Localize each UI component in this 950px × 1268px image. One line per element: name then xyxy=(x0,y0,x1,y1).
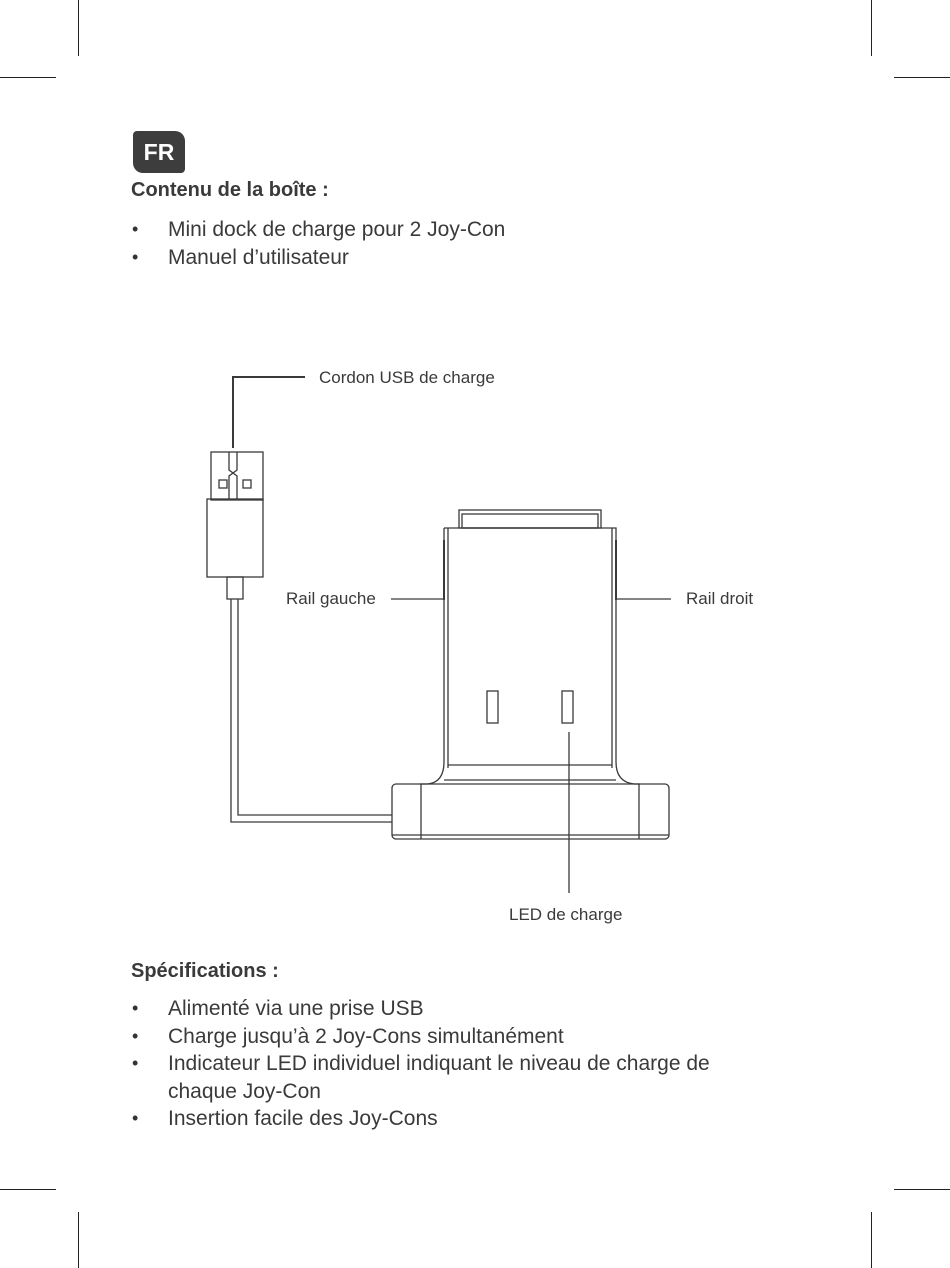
list-item: Mini dock de charge pour 2 Joy-Con xyxy=(131,216,781,244)
cable-label: Cordon USB de charge xyxy=(319,368,495,387)
charging-dock-icon xyxy=(391,509,670,840)
crop-mark xyxy=(894,77,950,78)
crop-mark xyxy=(78,1212,79,1268)
crop-mark xyxy=(894,1189,950,1190)
list-item: Indicateur LED individuel indiquant le n… xyxy=(131,1050,781,1105)
language-badge: FR xyxy=(133,131,185,173)
specifications-heading: Spécifications : xyxy=(131,960,279,982)
list-item: Alimenté via une prise USB xyxy=(131,995,781,1023)
list-item: Charge jusqu’à 2 Joy-Cons simultanément xyxy=(131,1023,781,1051)
contents-heading: Contenu de la boîte : xyxy=(131,179,329,201)
usb-cable xyxy=(230,599,392,823)
crop-mark xyxy=(0,77,56,78)
crop-mark xyxy=(78,0,79,56)
list-item: Insertion facile des Joy-Cons xyxy=(131,1105,781,1133)
left-rail-label: Rail gauche xyxy=(286,589,376,608)
specifications-list: Alimenté via une prise USB Charge jusqu’… xyxy=(131,995,781,1133)
contents-list: Mini dock de charge pour 2 Joy-Con Manue… xyxy=(131,216,781,271)
usb-plug-icon xyxy=(206,451,264,600)
crop-mark xyxy=(0,1189,56,1190)
led-label: LED de charge xyxy=(509,905,622,924)
right-rail-label: Rail droit xyxy=(686,589,753,608)
crop-mark xyxy=(871,1212,872,1268)
list-item: Manuel d’utilisateur xyxy=(131,244,781,272)
crop-mark xyxy=(871,0,872,56)
